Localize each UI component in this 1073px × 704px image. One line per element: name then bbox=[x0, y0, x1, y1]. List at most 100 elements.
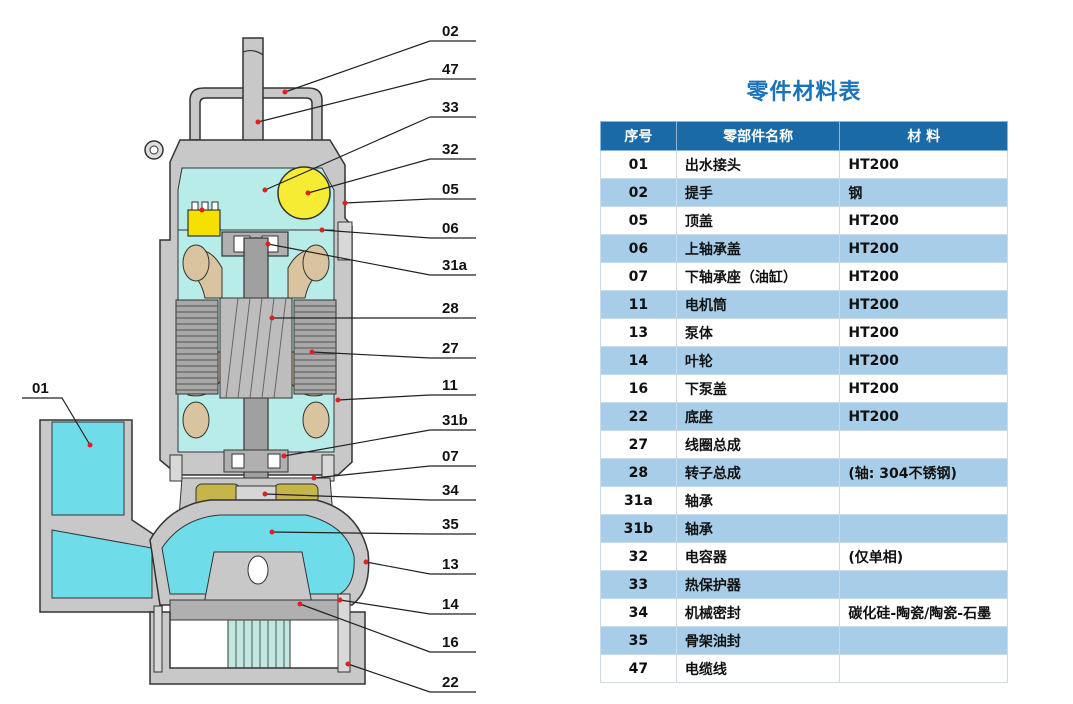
header-material: 材 料 bbox=[839, 121, 1008, 151]
cell-part-name: 下轴承座（油缸） bbox=[675, 262, 841, 291]
callout-label: 11 bbox=[442, 377, 458, 394]
callout-label-01: 01 bbox=[32, 380, 49, 397]
cell-material: 碳化硅-陶瓷/陶瓷-石墨 bbox=[839, 598, 1008, 627]
callout-label: 31a bbox=[442, 257, 468, 274]
cell-material: 钢 bbox=[839, 178, 1008, 207]
cell-number: 14 bbox=[600, 346, 677, 375]
rotor-part bbox=[219, 297, 293, 399]
header-number: 序号 bbox=[600, 121, 677, 151]
cell-material bbox=[839, 626, 1008, 655]
cell-number: 31a bbox=[600, 486, 677, 515]
cell-number: 22 bbox=[600, 402, 677, 431]
callout-label: 16 bbox=[442, 634, 459, 651]
cell-number: 27 bbox=[600, 430, 677, 459]
callout-label: 28 bbox=[442, 300, 459, 317]
table-title: 零件材料表 bbox=[746, 80, 862, 105]
cell-part-name: 电缆线 bbox=[675, 654, 841, 683]
stator-winding-part bbox=[175, 299, 337, 395]
cell-part-name: 电机筒 bbox=[675, 290, 841, 319]
callout-label: 35 bbox=[442, 516, 459, 533]
callout-label: 06 bbox=[442, 220, 459, 237]
callout-label: 22 bbox=[442, 674, 459, 691]
cell-material bbox=[839, 486, 1008, 515]
cell-part-name: 骨架油封 bbox=[675, 626, 841, 655]
cell-material: HT200 bbox=[839, 346, 1008, 375]
cell-part-name: 泵体 bbox=[675, 318, 841, 347]
cell-number: 02 bbox=[600, 178, 677, 207]
cell-number: 05 bbox=[600, 206, 677, 235]
cell-number: 11 bbox=[600, 290, 677, 319]
cell-part-name: 热保护器 bbox=[675, 570, 841, 599]
callout-label: 47 bbox=[442, 61, 459, 78]
lower-cover-part bbox=[169, 599, 351, 621]
cell-material: HT200 bbox=[839, 150, 1008, 179]
cell-number: 34 bbox=[600, 598, 677, 627]
callout-label: 07 bbox=[442, 448, 459, 465]
cell-part-name: 提手 bbox=[675, 178, 841, 207]
cell-number: 01 bbox=[600, 150, 677, 179]
cell-part-name: 线圈总成 bbox=[675, 430, 841, 459]
cell-part-name: 电容器 bbox=[675, 542, 841, 571]
callout-label: 32 bbox=[442, 141, 459, 158]
cell-material bbox=[839, 570, 1008, 599]
callout-label: 05 bbox=[442, 181, 459, 198]
callout-label: 14 bbox=[442, 596, 459, 613]
cell-number: 06 bbox=[600, 234, 677, 263]
callout-label: 13 bbox=[442, 556, 459, 573]
cell-part-name: 下泵盖 bbox=[675, 374, 841, 403]
callout-label: 27 bbox=[442, 340, 459, 357]
callout-label: 31b bbox=[442, 412, 468, 429]
cell-part-name: 上轴承盖 bbox=[675, 234, 841, 263]
cell-part-name: 出水接头 bbox=[675, 150, 841, 179]
cell-part-name: 叶轮 bbox=[675, 346, 841, 375]
cell-part-name: 轴承 bbox=[675, 514, 841, 543]
cell-part-name: 机械密封 bbox=[675, 598, 841, 627]
cell-number: 32 bbox=[600, 542, 677, 571]
thermal-protector-part bbox=[187, 209, 221, 237]
cell-material: HT200 bbox=[839, 374, 1008, 403]
cell-number: 28 bbox=[600, 458, 677, 487]
cell-number: 31b bbox=[600, 514, 677, 543]
callout-label: 02 bbox=[442, 23, 459, 40]
cell-number: 35 bbox=[600, 626, 677, 655]
cell-material: HT200 bbox=[839, 206, 1008, 235]
cell-material: HT200 bbox=[839, 318, 1008, 347]
callout-label: 33 bbox=[442, 99, 459, 116]
capacitor-part bbox=[277, 166, 331, 220]
cell-number: 07 bbox=[600, 262, 677, 291]
cell-material bbox=[839, 430, 1008, 459]
cell-material: (轴: 304不锈钢) bbox=[839, 458, 1008, 487]
header-part-name: 零部件名称 bbox=[675, 121, 841, 151]
cell-part-name: 转子总成 bbox=[675, 458, 841, 487]
cell-material: HT200 bbox=[839, 290, 1008, 319]
cell-number: 47 bbox=[600, 654, 677, 683]
cell-material: (仅单相) bbox=[839, 542, 1008, 571]
leader-lines bbox=[22, 40, 476, 693]
cell-number: 16 bbox=[600, 374, 677, 403]
cell-number: 13 bbox=[600, 318, 677, 347]
cell-material: HT200 bbox=[839, 234, 1008, 263]
cell-material bbox=[839, 514, 1008, 543]
cell-material: HT200 bbox=[839, 402, 1008, 431]
cell-part-name: 底座 bbox=[675, 402, 841, 431]
